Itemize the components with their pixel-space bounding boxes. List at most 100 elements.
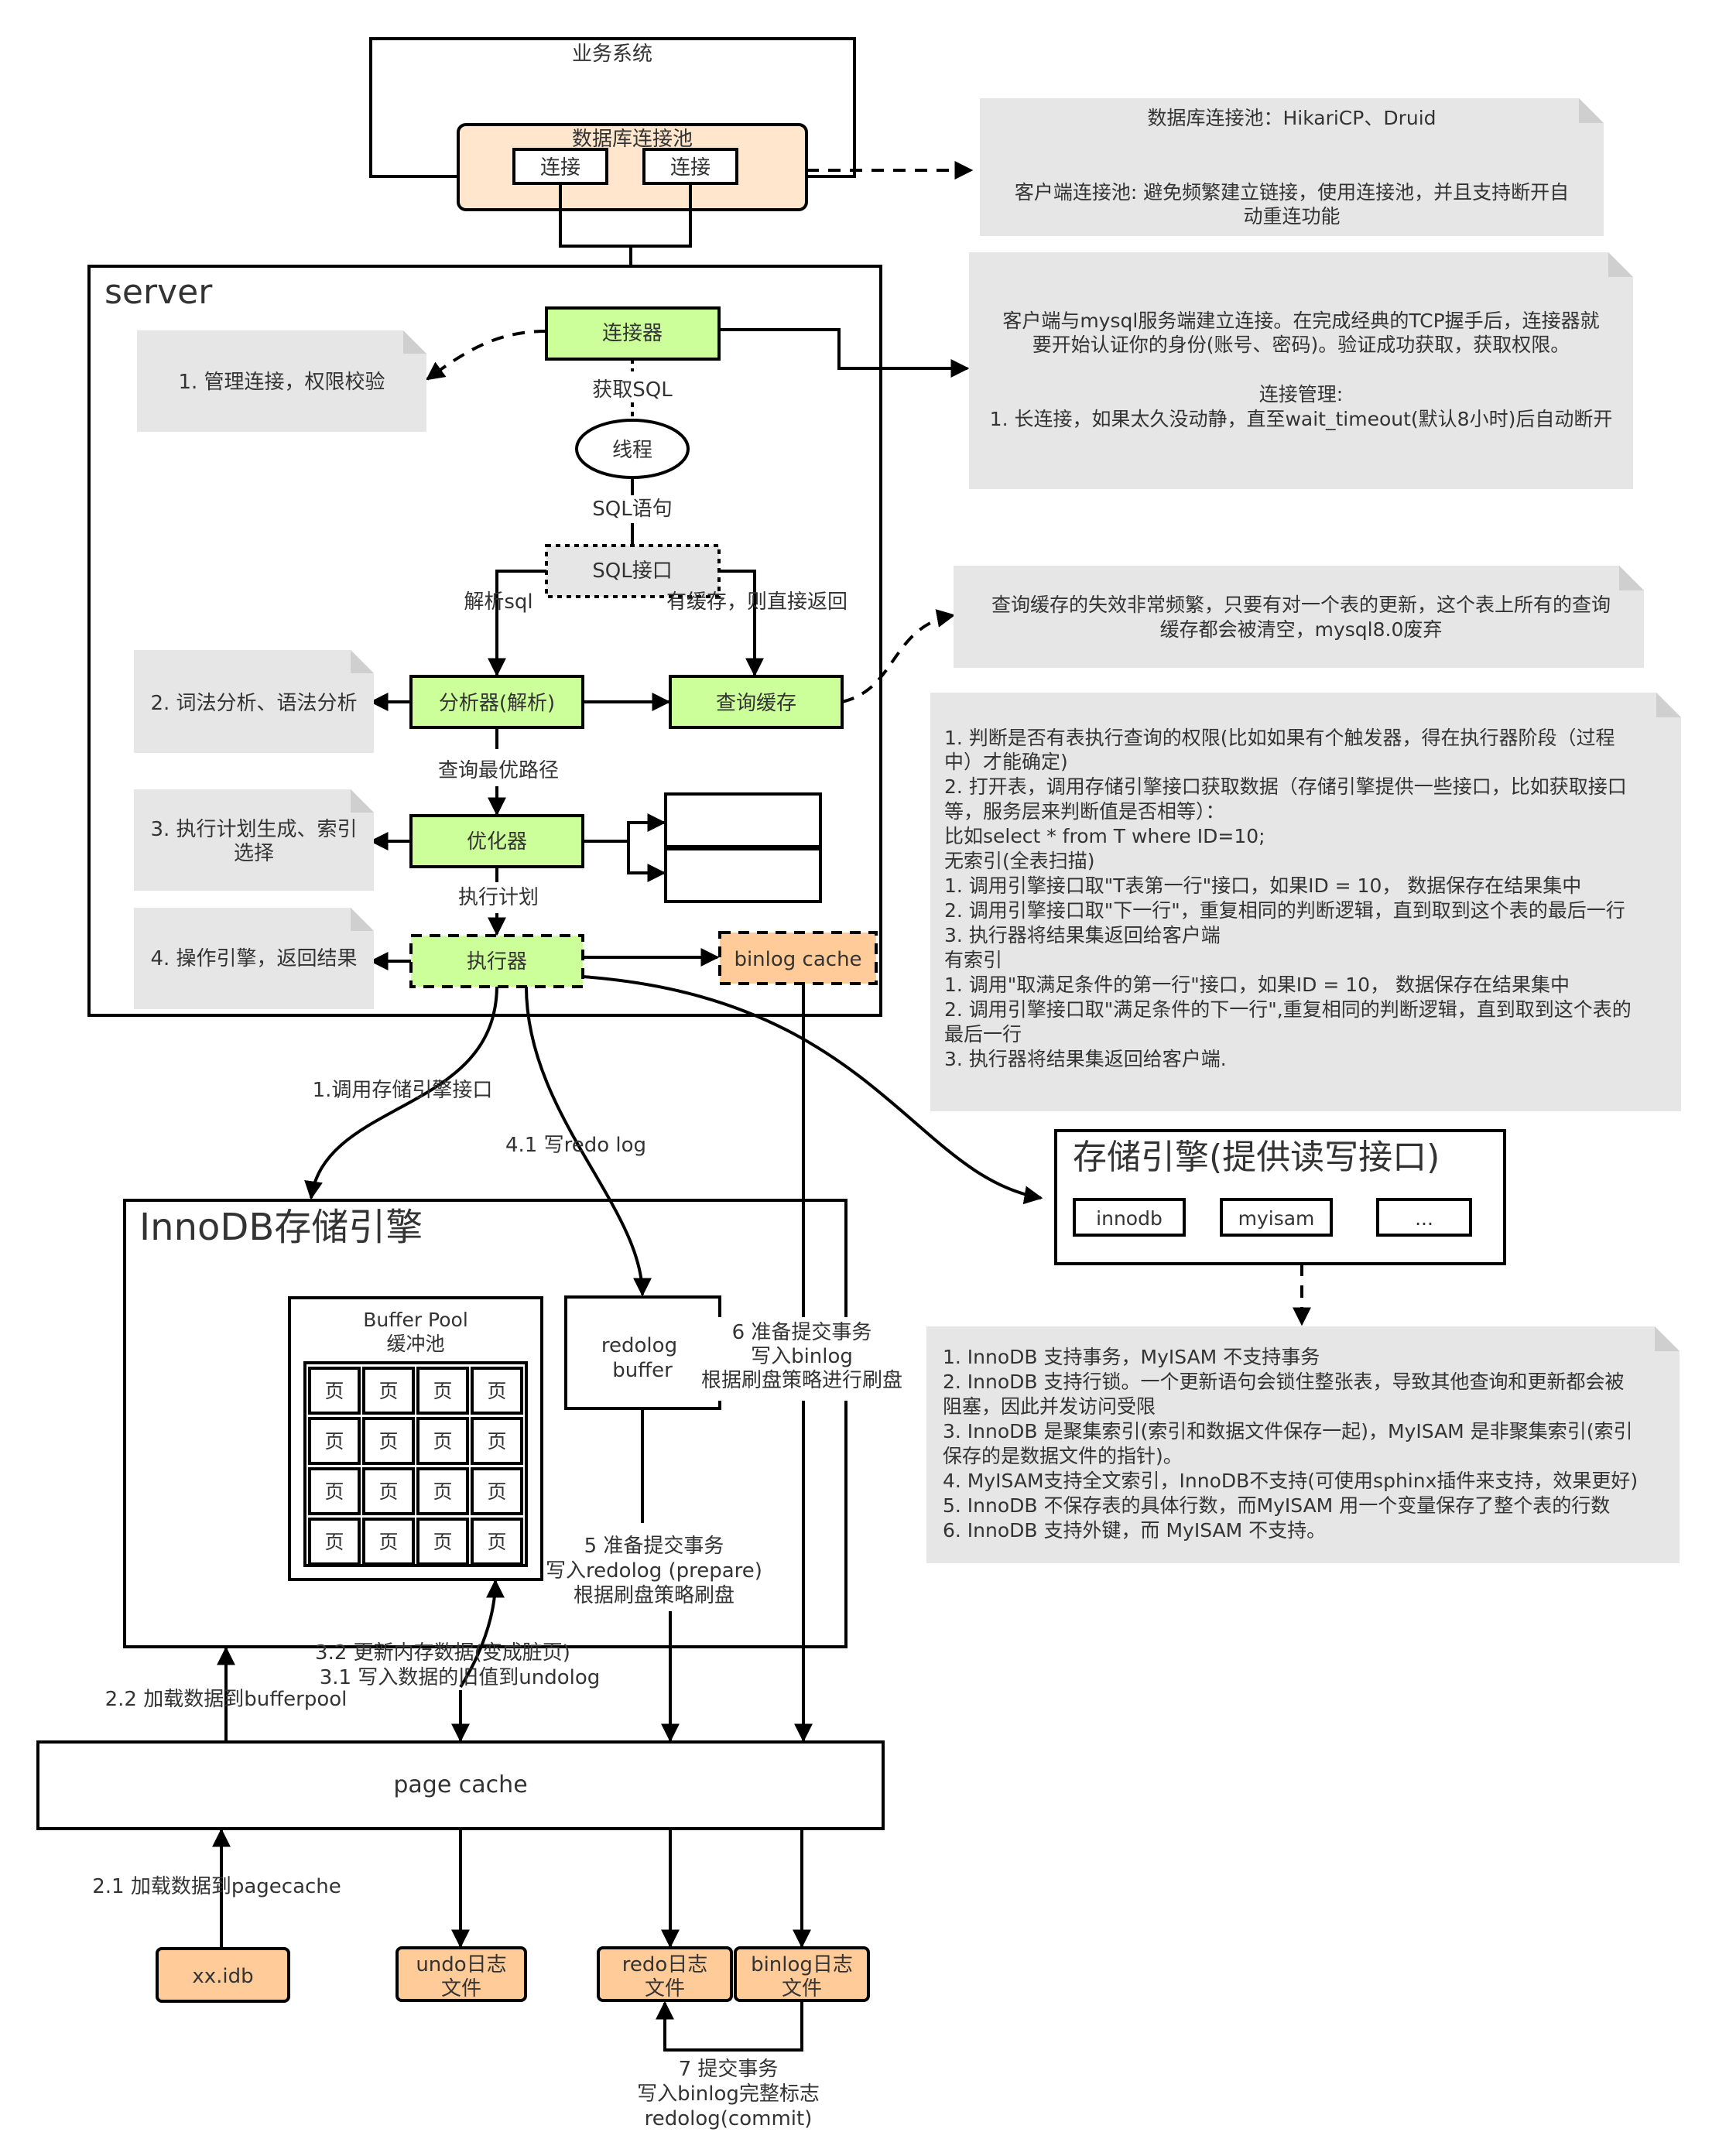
plan-option-1 (664, 792, 822, 848)
redo-file-label-1: redo日志 (622, 1953, 708, 1976)
engine-myisam-label: myisam (1238, 1207, 1315, 1230)
binlog-cache-label: binlog cache (734, 948, 861, 971)
executor-note (930, 693, 1681, 1111)
page-cell: 页 (433, 1531, 452, 1553)
undo-file-label-1: undo日志 (416, 1953, 506, 1976)
idb-file (156, 1947, 290, 2003)
executor-note-line-12: 2. 调用引擎接口取"满足条件的下一行",重复相同的判断逻辑，直到取到这个表的 (944, 998, 1632, 1021)
binlog-file-label-2: 文件 (782, 1977, 822, 2000)
connection-pool-title: 数据库连接池 (572, 128, 693, 151)
connector-note-line-2: 要开始认证你的身份(账号、密码)。验证成功获取，获取权限。 (1032, 334, 1570, 356)
pool-note-line-2: 客户端连接池: 避免频繁建立链接，使用连接池，并且支持断开自 (1015, 181, 1569, 204)
engine-note-line-6: 4. MyISAM支持全文索引，InnoDB不支持(可使用sphinx插件来支持… (943, 1470, 1638, 1492)
page-cell: 页 (433, 1430, 452, 1453)
engine-innodb (1073, 1198, 1186, 1237)
executor-note-line-10: 有索引 (944, 949, 1002, 971)
page-cell: 页 (324, 1380, 344, 1402)
redo-file-label-2: 文件 (645, 1977, 685, 2000)
connector-label: 连接器 (602, 322, 663, 345)
step1-note-text: 1. 管理连接，权限校验 (178, 371, 385, 394)
write-undo-label: 3.1 写入数据的旧值到undolog (320, 1666, 601, 1689)
page-cell: 页 (378, 1380, 398, 1402)
cache-note-line-2: 缓存都会被清空，mysql8.0废弃 (1160, 618, 1443, 641)
buffer-pool-pages: 页 页 页 页 页 页 页 页 页 页 页 页 页 页 页 页 (308, 1367, 523, 1566)
engine-note-lines: 1. InnoDB 支持事务，MyISAM 不支持事务 2. InnoDB 支持… (943, 1346, 1638, 1542)
cache-note-line-1: 查询缓存的失效非常频繁，只要有对一个表的更新，这个表上所有的查询 (991, 594, 1611, 616)
executor-to-engine-curve (582, 975, 1043, 1205)
sql-interface-label: SQL接口 (592, 560, 672, 583)
step4-note-text: 4. 操作引擎，返回结果 (150, 947, 357, 970)
page-cache-box (36, 1740, 885, 1830)
exec-plan-label: 执行计划 (458, 886, 539, 909)
executor-note-line-2: 中）才能确定) (944, 751, 1068, 773)
call-engine-curve (304, 986, 498, 1200)
redolog-buffer-label-1: redolog (601, 1334, 677, 1357)
page-cell: 页 (433, 1480, 452, 1503)
executor-note-line-6: 无索引(全表扫描) (944, 850, 1095, 872)
connector-to-step1-dash (426, 330, 547, 381)
sql-statement-label: SQL语句 (592, 498, 672, 521)
executor-note-line-4: 等，服务层来判断值是否相等）： (944, 800, 1225, 823)
innodb-box (123, 1199, 848, 1648)
executor-note-line-11: 1. 调用"取满足条件的第一行"接口，如果ID = 10， 数据保存在结果集中 (944, 974, 1570, 996)
connection-1-label: 连接 (540, 156, 580, 180)
step3-note-line-2: 选择 (234, 842, 274, 865)
prepare-redo-label-1: 5 准备提交事务 (584, 1535, 724, 1558)
executor-note-line-8: 2. 调用引擎接口取"下一行"，重复相同的判断逻辑，直到取到这个表的最后一行 (944, 899, 1625, 922)
prepare-redo-label-2: 写入redolog (prepare) (546, 1559, 762, 1583)
sql-interface-box (545, 544, 721, 598)
plan-option-2 (664, 847, 822, 903)
analyzer-label: 分析器(解析) (439, 692, 555, 715)
redolog-buffer-label-2: buffer (612, 1359, 673, 1382)
pool-note-line-1: 数据库连接池：HikariCP、Druid (1147, 107, 1436, 129)
connector-note-line-4: 连接管理: (1259, 383, 1343, 406)
commit-label-3: redolog(commit) (645, 2107, 813, 2130)
executor-note-lines: 1. 判断是否有表执行查询的权限(比如如果有个触发器，得在执行器阶段（过程 中）… (944, 727, 1632, 1070)
executor-note-line-9: 3. 执行器将结果集返回给客户端 (944, 924, 1221, 946)
connection-2 (642, 148, 738, 185)
connector-note-line-5: 1. 长连接，如果太久没动静，直至wait_timeout(默认8小时)后自动断… (990, 408, 1613, 430)
page-cell: 页 (487, 1531, 506, 1553)
engine-note-line-2: 2. InnoDB 支持行锁。一个更新语句会锁住整张表，导致其他查询和更新都会被 (943, 1371, 1625, 1393)
prepare-binlog-label-3: 根据刷盘策略进行刷盘 (701, 1369, 902, 1392)
binlog-cache-box (718, 931, 878, 985)
executor-note-line-13: 最后一行 (944, 1023, 1022, 1045)
buffer-pool-title: Buffer Pool (363, 1309, 468, 1331)
page-cell: 页 (324, 1480, 344, 1503)
engine-note-line-7: 5. InnoDB 不保存表的具体行数，而MyISAM 用一个变量保存了整个表的… (943, 1494, 1610, 1517)
undo-file (396, 1946, 527, 2002)
prepare-redo-label-3: 根据刷盘策略刷盘 (574, 1584, 735, 1607)
step3-note (134, 789, 374, 891)
cache-to-note-dash (841, 609, 956, 703)
executor-note-line-3: 2. 打开表，调用存储引擎接口获取数据（存储引擎提供一些接口，比如获取接口 (944, 775, 1627, 798)
storage-engine-box (1054, 1129, 1506, 1265)
connector-to-note-line (719, 328, 970, 378)
commit-label-2: 写入binlog完整标志 (637, 2082, 820, 2106)
buffer-pool-subtitle: 缓冲池 (386, 1333, 444, 1355)
step4-note (134, 908, 374, 1009)
step2-note (134, 650, 374, 753)
executor-note-line-1: 1. 判断是否有表执行查询的权限(比如如果有个触发器，得在执行器阶段（过程 (944, 727, 1615, 749)
pool-to-connector-line (559, 183, 692, 248)
thread-label: 线程 (612, 439, 652, 462)
write-redo-curve (525, 986, 652, 1297)
prepare-binlog-label-2: 写入binlog (751, 1345, 853, 1368)
best-path-label: 查询最优路径 (438, 759, 559, 782)
query-cache-label: 查询缓存 (716, 692, 796, 715)
connector-note-line-1: 客户端与mysql服务端建立连接。在完成经典的TCP握手后，连接器就 (1002, 310, 1599, 332)
engine-innodb-label: innodb (1096, 1207, 1163, 1230)
executor-label: 执行器 (467, 950, 527, 974)
get-sql-label: 获取SQL (592, 378, 673, 402)
executor-note-line-7: 1. 调用引擎接口取"T表第一行"接口，如果ID = 10， 数据保存在结果集中 (944, 874, 1581, 897)
parse-sql-label: 解析sql (464, 590, 532, 614)
pool-note (980, 98, 1604, 236)
write-redo-label: 4.1 写redo log (505, 1134, 646, 1157)
prepare-binlog-label-1: 6 准备提交事务 (732, 1321, 872, 1344)
storage-engine-title: 存储引擎(提供读写接口) (1073, 1138, 1440, 1177)
page-cell: 页 (324, 1430, 344, 1453)
engine-note-line-8: 6. InnoDB 支持外键，而 MyISAM 不支持。 (943, 1519, 1326, 1542)
innodb-title: InnoDB存储引擎 (139, 1206, 423, 1249)
engine-note (926, 1326, 1680, 1563)
page-cell: 页 (487, 1380, 506, 1402)
